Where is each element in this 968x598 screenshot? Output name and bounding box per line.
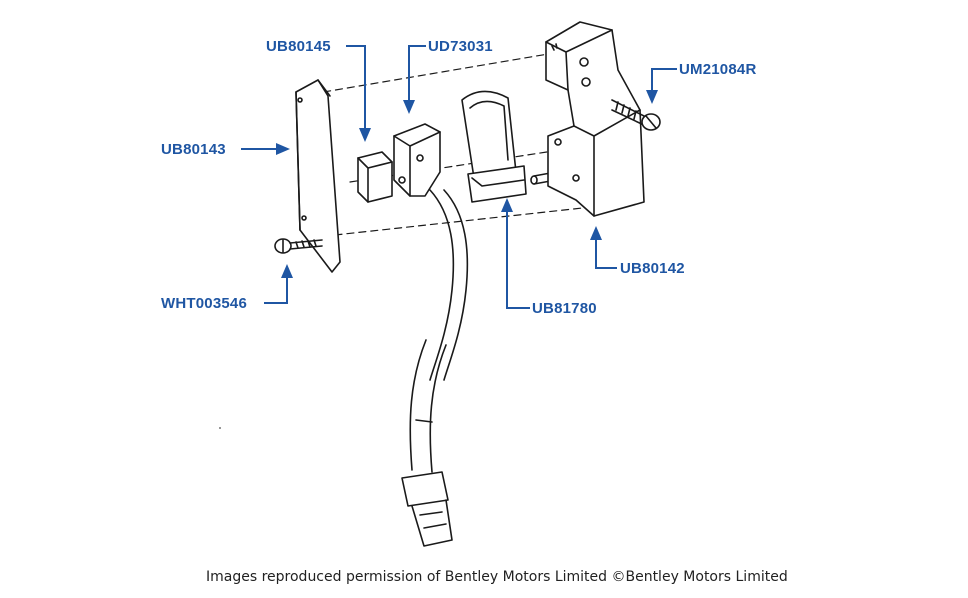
actuator-part	[461, 90, 527, 203]
cable-harness	[401, 189, 469, 547]
switch-body-part	[393, 123, 441, 197]
bracket-part	[545, 21, 645, 217]
leader-lines	[241, 45, 677, 309]
part-label-ud73031[interactable]: UD73031	[428, 38, 493, 55]
part-label-um21084r[interactable]: UM21084R	[679, 61, 757, 78]
part-label-ub81780[interactable]: UB81780	[532, 300, 597, 317]
bracket-screw-part	[611, 99, 661, 131]
plate-screw-part	[274, 238, 323, 254]
mounting-plate-part	[295, 79, 341, 273]
leader-arrowheads	[276, 90, 658, 278]
stray-dot	[219, 427, 221, 429]
part-label-ub80143[interactable]: UB80143	[161, 141, 226, 158]
part-label-wht003546[interactable]: WHT003546	[161, 295, 248, 312]
copyright-credit: Images reproduced permission of Bentley …	[206, 569, 788, 585]
part-label-ub80145[interactable]: UB80145	[266, 38, 331, 55]
part-label-ub80142[interactable]: UB80142	[620, 260, 685, 277]
small-block-part	[357, 151, 393, 203]
